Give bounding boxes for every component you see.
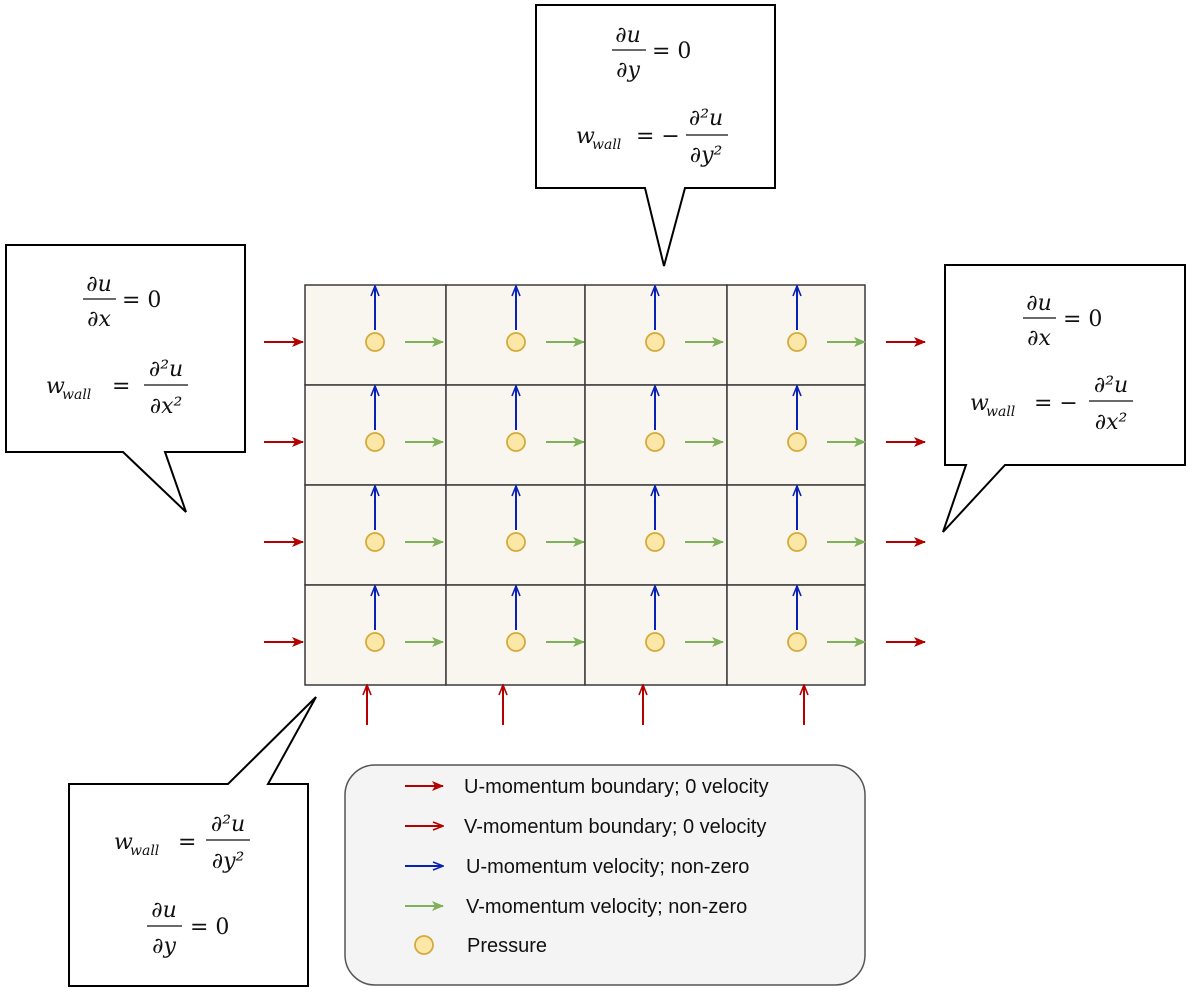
- equation-rhs: = 0: [652, 39, 691, 64]
- pressure-circle-icon: [365, 432, 385, 452]
- fraction-numerator: ∂u: [86, 272, 112, 297]
- fraction-numerator: ∂²u: [211, 812, 245, 837]
- legend-box: [344, 764, 866, 986]
- equation-subscript: wall: [62, 387, 91, 403]
- pressure-circle-icon: [365, 532, 385, 552]
- fraction-numerator: ∂u: [151, 898, 177, 923]
- fraction-denominator: ∂x: [87, 307, 111, 332]
- pressure-circle-icon: [645, 532, 665, 552]
- grid-cell: [584, 484, 728, 586]
- callout-right-eq2: w wall = − ∂²u ∂x²: [970, 373, 1133, 435]
- grid-cell: [726, 584, 866, 686]
- equation-lhs: w: [114, 830, 133, 855]
- legend-label: V-momentum boundary; 0 velocity: [464, 816, 766, 838]
- pressure-circle-icon: [787, 432, 807, 452]
- pressure-circle-icon: [506, 632, 526, 652]
- fraction-numerator: ∂u: [1026, 291, 1052, 316]
- fraction-numerator: ∂²u: [149, 357, 183, 382]
- callout-bottom-eq2: ∂u ∂y = 0: [147, 898, 229, 959]
- equation-equals: =: [112, 374, 130, 399]
- boundary-arrows: [264, 337, 926, 725]
- grid-cell: [304, 584, 447, 686]
- equation-lhs: w: [576, 124, 595, 149]
- equation-rhs: = 0: [1063, 307, 1102, 332]
- grid-cell: [304, 384, 447, 486]
- grid-cell: [304, 484, 447, 586]
- fraction-denominator: ∂x²: [1095, 410, 1128, 435]
- pressure-circle-icon: [414, 935, 434, 955]
- legend-item-u-velocity: U-momentum velocity; non-zero: [405, 856, 749, 878]
- fraction-denominator: ∂y²: [690, 143, 723, 168]
- callout-right-eq1: ∂u ∂x = 0: [1023, 291, 1102, 351]
- equation-equals: = −: [1034, 391, 1078, 416]
- fraction-numerator: ∂²u: [689, 106, 723, 131]
- grid-cell: [584, 384, 728, 486]
- equation-subscript: wall: [130, 843, 159, 859]
- legend-item-v-boundary: V-momentum boundary; 0 velocity: [405, 816, 766, 838]
- equation-lhs: w: [46, 374, 65, 399]
- legend-label: U-momentum velocity; non-zero: [466, 856, 749, 878]
- legend-item-v-velocity: V-momentum velocity; non-zero: [405, 896, 747, 918]
- fraction-denominator: ∂y²: [212, 849, 245, 874]
- mesh-grid: [304, 284, 866, 686]
- pressure-circle-icon: [645, 432, 665, 452]
- grid-cell: [726, 284, 866, 386]
- legend-item-u-boundary: U-momentum boundary; 0 velocity: [405, 776, 769, 798]
- callout-left-shape: [5, 244, 246, 513]
- pressure-circle-icon: [365, 332, 385, 352]
- legend: U-momentum boundary; 0 velocity V-moment…: [344, 764, 866, 986]
- callout-left: ∂u ∂x = 0 w wall = ∂²u ∂x²: [5, 244, 246, 513]
- pressure-circle-icon: [787, 632, 807, 652]
- grid-cell: [726, 484, 866, 586]
- fraction-denominator: ∂x: [1027, 326, 1051, 351]
- callout-bottom-eq1: w wall = ∂²u ∂y²: [114, 812, 250, 874]
- callout-right-shape: [942, 264, 1186, 533]
- callout-top-shape: [535, 4, 776, 267]
- pressure-circle-icon: [506, 532, 526, 552]
- callout-top: ∂u ∂y = 0 w wall = − ∂²u ∂y²: [535, 4, 776, 267]
- fraction-denominator: ∂y: [152, 934, 176, 959]
- grid-cell: [445, 584, 586, 686]
- grid-cell: [726, 384, 866, 486]
- legend-item-pressure: Pressure: [414, 935, 547, 957]
- legend-label: Pressure: [467, 935, 547, 957]
- callout-top-eq1: ∂u ∂y = 0: [612, 23, 691, 83]
- fraction-denominator: ∂x²: [150, 394, 183, 419]
- grid-cell: [445, 384, 586, 486]
- grid-cell: [445, 484, 586, 586]
- pressure-circle-icon: [645, 332, 665, 352]
- pressure-circle-icon: [506, 432, 526, 452]
- grid-cell: [584, 584, 728, 686]
- callout-bottom: w wall = ∂²u ∂y² ∂u ∂y = 0: [68, 696, 317, 987]
- legend-label: U-momentum boundary; 0 velocity: [464, 776, 769, 798]
- equation-rhs: = 0: [190, 915, 229, 940]
- grid-cell: [304, 284, 447, 386]
- fraction-numerator: ∂²u: [1094, 373, 1128, 398]
- fraction-denominator: ∂y: [616, 58, 640, 83]
- equation-equals: =: [178, 830, 196, 855]
- pressure-circle-icon: [787, 532, 807, 552]
- grid-cell: [584, 284, 728, 386]
- callout-right: ∂u ∂x = 0 w wall = − ∂²u ∂x²: [942, 264, 1186, 533]
- legend-label: V-momentum velocity; non-zero: [466, 896, 747, 918]
- equation-rhs: = 0: [122, 288, 161, 313]
- equation-equals: = −: [636, 124, 680, 149]
- pressure-circle-icon: [365, 632, 385, 652]
- pressure-circle-icon: [645, 632, 665, 652]
- pressure-circle-icon: [787, 332, 807, 352]
- callout-top-eq2: w wall = − ∂²u ∂y²: [576, 106, 728, 168]
- equation-subscript: wall: [592, 137, 621, 153]
- equation-subscript: wall: [986, 404, 1015, 420]
- grid-cell: [445, 284, 586, 386]
- callout-left-eq2: w wall = ∂²u ∂x²: [46, 357, 188, 419]
- pressure-circle-icon: [506, 332, 526, 352]
- equation-lhs: w: [970, 391, 989, 416]
- fraction-numerator: ∂u: [615, 23, 641, 48]
- callout-bottom-shape: [68, 696, 317, 987]
- callout-left-eq1: ∂u ∂x = 0: [83, 272, 161, 332]
